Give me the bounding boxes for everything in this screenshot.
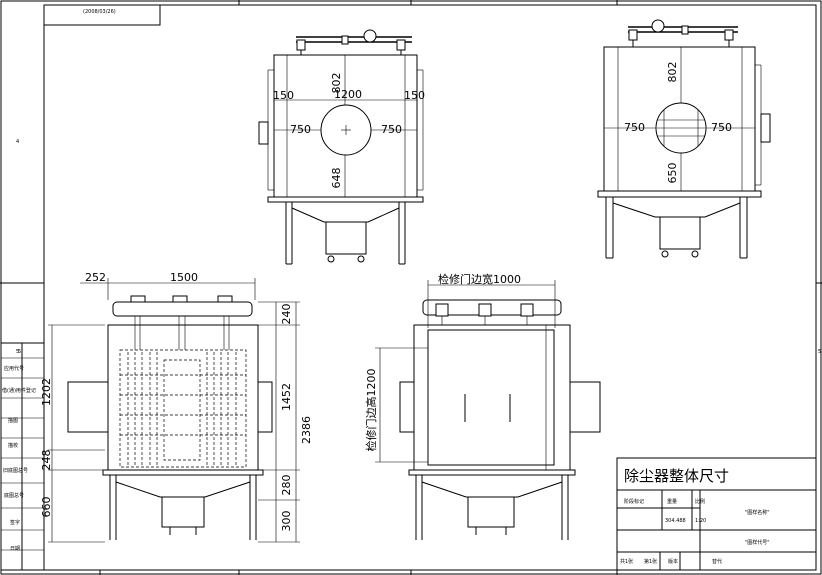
dim-750-left: 750 bbox=[624, 121, 645, 134]
dim-1200: 1200 bbox=[334, 88, 362, 101]
dim-1500: 1500 bbox=[170, 271, 198, 284]
side-top-view bbox=[597, 19, 771, 259]
sheet-total: 共1张 bbox=[620, 558, 633, 565]
registration-item: 底图总号 bbox=[4, 492, 24, 499]
dim-280: 280 bbox=[280, 475, 293, 496]
registration-item: 日期 bbox=[10, 546, 20, 552]
front-bottom-view bbox=[48, 278, 300, 543]
dim-660: 660 bbox=[40, 497, 53, 518]
version-label: 版本 bbox=[668, 558, 678, 565]
dim-252: 252 bbox=[85, 271, 106, 284]
drawing-code: "图样代号" bbox=[745, 539, 770, 546]
dim-150-right: 150 bbox=[404, 89, 425, 102]
drawing-name: "图样名称" bbox=[745, 509, 770, 516]
title-block bbox=[616, 457, 817, 571]
drawing-title: 除尘器整体尺寸 bbox=[624, 467, 729, 485]
registration-item: 应用代号 bbox=[4, 365, 24, 372]
left-registration-column: 5 应用代号 借(通)用件登记 描图 描校 旧底图总号 底图总号 签字 日期 bbox=[0, 342, 45, 571]
maintenance-door-width: 检修门边宽1000 bbox=[438, 272, 521, 286]
dim-802: 802 bbox=[666, 62, 679, 83]
dim-1202: 1202 bbox=[40, 378, 53, 406]
registration-item: 5 bbox=[18, 349, 21, 355]
corner-note: (2008/03/26) bbox=[83, 9, 116, 15]
dim-650: 650 bbox=[666, 163, 679, 184]
registration-item: 签字 bbox=[10, 519, 20, 526]
dim-248: 248 bbox=[40, 450, 53, 471]
dim-750-right: 750 bbox=[381, 123, 402, 136]
corner-note-box: (2008/03/26) bbox=[43, 4, 161, 26]
dim-750-left: 750 bbox=[290, 123, 311, 136]
dim-648: 648 bbox=[330, 168, 343, 189]
dim-150-left: 150 bbox=[273, 89, 294, 102]
dim-240: 240 bbox=[280, 304, 293, 325]
weight-label: 重量 bbox=[667, 498, 677, 505]
front-top-view bbox=[258, 29, 424, 265]
dim-750-right: 750 bbox=[711, 121, 732, 134]
registration-item: 描图 bbox=[8, 417, 18, 424]
sheet-number: 第1张 bbox=[644, 558, 657, 565]
dim-300: 300 bbox=[280, 511, 293, 532]
dim-802: 802 bbox=[330, 73, 343, 94]
border-mark-left-4: 4 bbox=[16, 139, 19, 145]
weight-value: 304.488 bbox=[665, 518, 686, 524]
registration-item: 描校 bbox=[8, 442, 18, 449]
side-bottom-view bbox=[375, 280, 601, 540]
dim-1452: 1452 bbox=[280, 383, 293, 411]
replace-label: 替代 bbox=[712, 558, 722, 565]
dim-2386: 2386 bbox=[300, 416, 313, 444]
scale-value: 1:20 bbox=[695, 518, 706, 524]
maintenance-door-height: 检修门边高1200 bbox=[364, 369, 378, 452]
stage-label: 阶段标记 bbox=[624, 498, 644, 505]
registration-item: 旧底图总号 bbox=[3, 467, 28, 474]
registration-item: 借(通)用件登记 bbox=[2, 387, 36, 394]
border-mark-right-5: 5 bbox=[818, 349, 821, 355]
scale-label: 比例 bbox=[695, 498, 705, 505]
border-mark-left-5: 5 bbox=[16, 349, 19, 355]
